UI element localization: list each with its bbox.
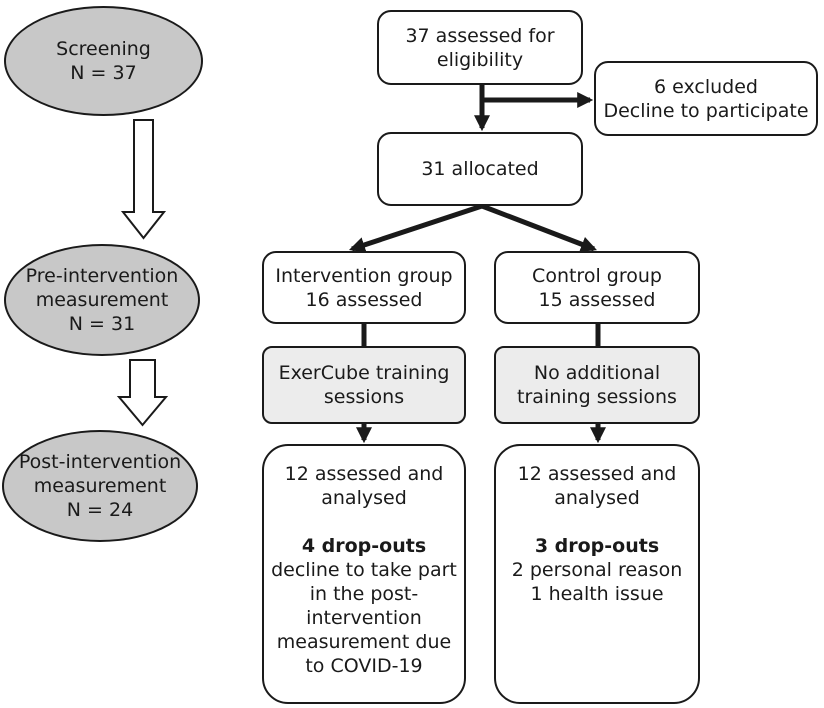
stage-screening-label: Screening xyxy=(56,38,151,60)
excluded-line-1: 6 excluded xyxy=(654,75,758,98)
assessed-box: 37 assessed for eligibility xyxy=(377,10,583,85)
stage-post-label-2: measurement xyxy=(33,475,167,497)
assessed-line-2: eligibility xyxy=(436,48,524,71)
control-group-line-2: 15 assessed xyxy=(538,288,656,311)
control-dropouts: 3 drop-outs xyxy=(534,535,660,557)
control-training-line-1: No additional xyxy=(533,362,661,384)
control-outcome-line-1: 12 assessed and xyxy=(517,463,677,485)
stage-post-label-1: Post-intervention xyxy=(18,451,182,473)
stage-screening-n: N = 37 xyxy=(70,62,137,84)
excluded-line-2: Decline to participate xyxy=(603,99,809,122)
intervention-reason-4: measurement due xyxy=(276,631,452,653)
intervention-outcome-line-1: 12 assessed and xyxy=(284,463,444,485)
stage-post-intervention: Post-intervention measurement N = 24 xyxy=(2,430,198,542)
intervention-reason-1: decline to take part xyxy=(271,559,457,581)
intervention-training-line-2: sessions xyxy=(323,386,405,408)
control-training-line-2: training sessions xyxy=(517,386,677,408)
stage-pre-intervention: Pre-intervention measurement N = 31 xyxy=(4,244,200,356)
assessed-line-1: 37 assessed for xyxy=(405,24,555,47)
intervention-group-line-2: 16 assessed xyxy=(305,288,423,311)
stage-pre-n: N = 31 xyxy=(68,313,136,335)
stage-post-n: N = 24 xyxy=(66,499,134,521)
intervention-training-line-1: ExerCube training xyxy=(278,362,450,384)
intervention-outcome-line-2: analysed xyxy=(321,487,407,509)
intervention-group-line-1: Intervention group xyxy=(275,264,453,287)
control-reason-1: 2 personal reason xyxy=(511,559,683,581)
intervention-reason-2: in the post- xyxy=(309,583,419,605)
hollow-arrow-screening-to-pre xyxy=(120,119,167,240)
control-group-box: Control group 15 assessed xyxy=(494,251,700,324)
excluded-box: 6 excluded Decline to participate xyxy=(594,61,818,136)
intervention-dropouts: 4 drop-outs xyxy=(301,535,427,557)
control-group-line-1: Control group xyxy=(532,264,662,287)
intervention-outcome-box: 12 assessed and analysed 4 drop-outs dec… xyxy=(262,444,466,704)
control-reason-2: 1 health issue xyxy=(530,583,664,605)
control-training-box: No additional training sessions xyxy=(494,346,700,424)
stage-screening: Screening N = 37 xyxy=(4,6,203,116)
intervention-group-box: Intervention group 16 assessed xyxy=(262,251,466,324)
intervention-reason-5: to COVID-19 xyxy=(305,655,423,677)
stage-pre-label-2: measurement xyxy=(35,289,169,311)
intervention-reason-3: intervention xyxy=(306,607,422,629)
intervention-training-box: ExerCube training sessions xyxy=(262,346,466,424)
control-outcome-box: 12 assessed and analysed 3 drop-outs 2 p… xyxy=(494,444,700,704)
allocated-label: 31 allocated xyxy=(421,158,539,180)
control-outcome-line-2: analysed xyxy=(554,487,640,509)
allocated-box: 31 allocated xyxy=(377,132,583,206)
arrow-allocated-to-control xyxy=(481,203,597,252)
stage-pre-label-1: Pre-intervention xyxy=(25,265,179,287)
arrow-allocated-to-intervention xyxy=(348,203,483,253)
hollow-arrow-pre-to-post xyxy=(116,359,169,427)
